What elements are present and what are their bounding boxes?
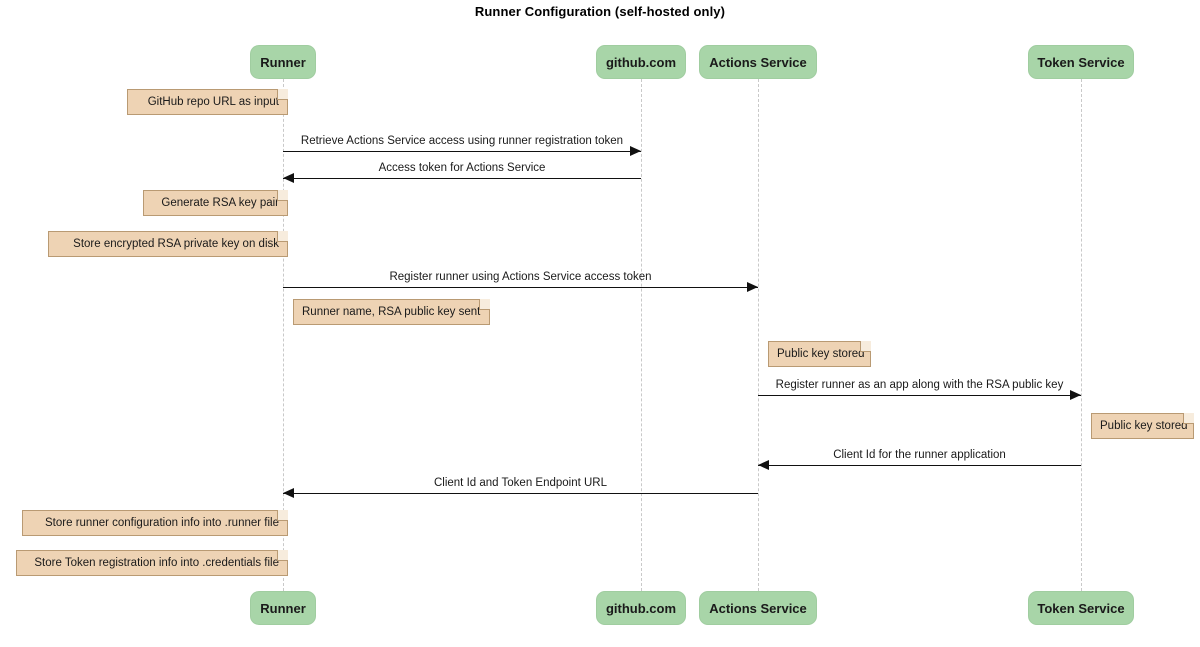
note-label: Runner name, RSA public key sent xyxy=(302,306,481,318)
participant-label: github.com xyxy=(605,54,677,70)
lifeline-runner xyxy=(283,79,285,591)
note-fold-corner-icon xyxy=(277,190,288,201)
message-label-m2: Access token for Actions Service xyxy=(378,162,546,174)
note-n8: Store Token registration info into .cred… xyxy=(16,550,288,576)
note-label: Public key stored xyxy=(1100,420,1188,432)
message-line-m1 xyxy=(283,151,641,152)
lifeline-token xyxy=(1081,79,1083,591)
note-n1: GitHub repo URL as input xyxy=(127,89,288,115)
arrowhead-left-icon xyxy=(758,460,769,470)
participant-label: Runner xyxy=(260,54,306,70)
message-label-m5: Client Id for the runner application xyxy=(833,449,1006,461)
note-label: Store runner configuration info into .ru… xyxy=(45,517,279,529)
participant-actions-top[interactable]: Actions Service xyxy=(699,45,817,79)
arrowhead-right-icon xyxy=(747,282,758,292)
participant-label: Actions Service xyxy=(709,600,807,616)
lifeline-actions xyxy=(758,79,760,591)
participant-github-bottom[interactable]: github.com xyxy=(596,591,686,625)
participant-label: Token Service xyxy=(1037,600,1125,616)
note-n4: Runner name, RSA public key sent xyxy=(293,299,490,325)
note-n6: Public key stored xyxy=(1091,413,1194,439)
arrowhead-right-icon xyxy=(1070,390,1081,400)
note-label: Generate RSA key pair xyxy=(161,197,279,209)
note-label: Store Token registration info into .cred… xyxy=(34,557,279,569)
note-n7: Store runner configuration info into .ru… xyxy=(22,510,288,536)
arrowhead-right-icon xyxy=(630,146,641,156)
note-label: Public key stored xyxy=(777,348,865,360)
message-label-m4: Register runner as an app along with the… xyxy=(775,379,1064,391)
arrowhead-left-icon xyxy=(283,488,294,498)
message-label-m6: Client Id and Token Endpoint URL xyxy=(433,477,608,489)
message-line-m6 xyxy=(283,493,758,494)
arrowhead-left-icon xyxy=(283,173,294,183)
message-line-m4 xyxy=(758,395,1081,396)
note-fold-corner-icon xyxy=(277,89,288,100)
participant-label: Actions Service xyxy=(709,54,807,70)
lifeline-github xyxy=(641,79,643,591)
page-title: Runner Configuration (self-hosted only) xyxy=(474,4,726,19)
participant-runner-bottom[interactable]: Runner xyxy=(250,591,316,625)
note-label: Store encrypted RSA private key on disk xyxy=(73,238,279,250)
participant-actions-bottom[interactable]: Actions Service xyxy=(699,591,817,625)
message-label-m3: Register runner using Actions Service ac… xyxy=(389,271,652,283)
note-fold-corner-icon xyxy=(860,341,871,352)
note-fold-corner-icon xyxy=(277,231,288,242)
participant-github-top[interactable]: github.com xyxy=(596,45,686,79)
note-fold-corner-icon xyxy=(277,550,288,561)
note-fold-corner-icon xyxy=(1183,413,1194,424)
message-label-m1: Retrieve Actions Service access using ru… xyxy=(300,135,624,147)
note-fold-corner-icon xyxy=(277,510,288,521)
note-n3: Store encrypted RSA private key on disk xyxy=(48,231,288,257)
participant-label: github.com xyxy=(605,600,677,616)
participant-runner-top[interactable]: Runner xyxy=(250,45,316,79)
participant-label: Runner xyxy=(260,600,306,616)
participant-label: Token Service xyxy=(1037,54,1125,70)
note-fold-corner-icon xyxy=(479,299,490,310)
participant-token-bottom[interactable]: Token Service xyxy=(1028,591,1134,625)
note-label: GitHub repo URL as input xyxy=(147,96,279,108)
message-line-m5 xyxy=(758,465,1081,466)
note-n5: Public key stored xyxy=(768,341,871,367)
note-n2: Generate RSA key pair xyxy=(143,190,288,216)
message-line-m3 xyxy=(283,287,758,288)
message-line-m2 xyxy=(283,178,641,179)
participant-token-top[interactable]: Token Service xyxy=(1028,45,1134,79)
